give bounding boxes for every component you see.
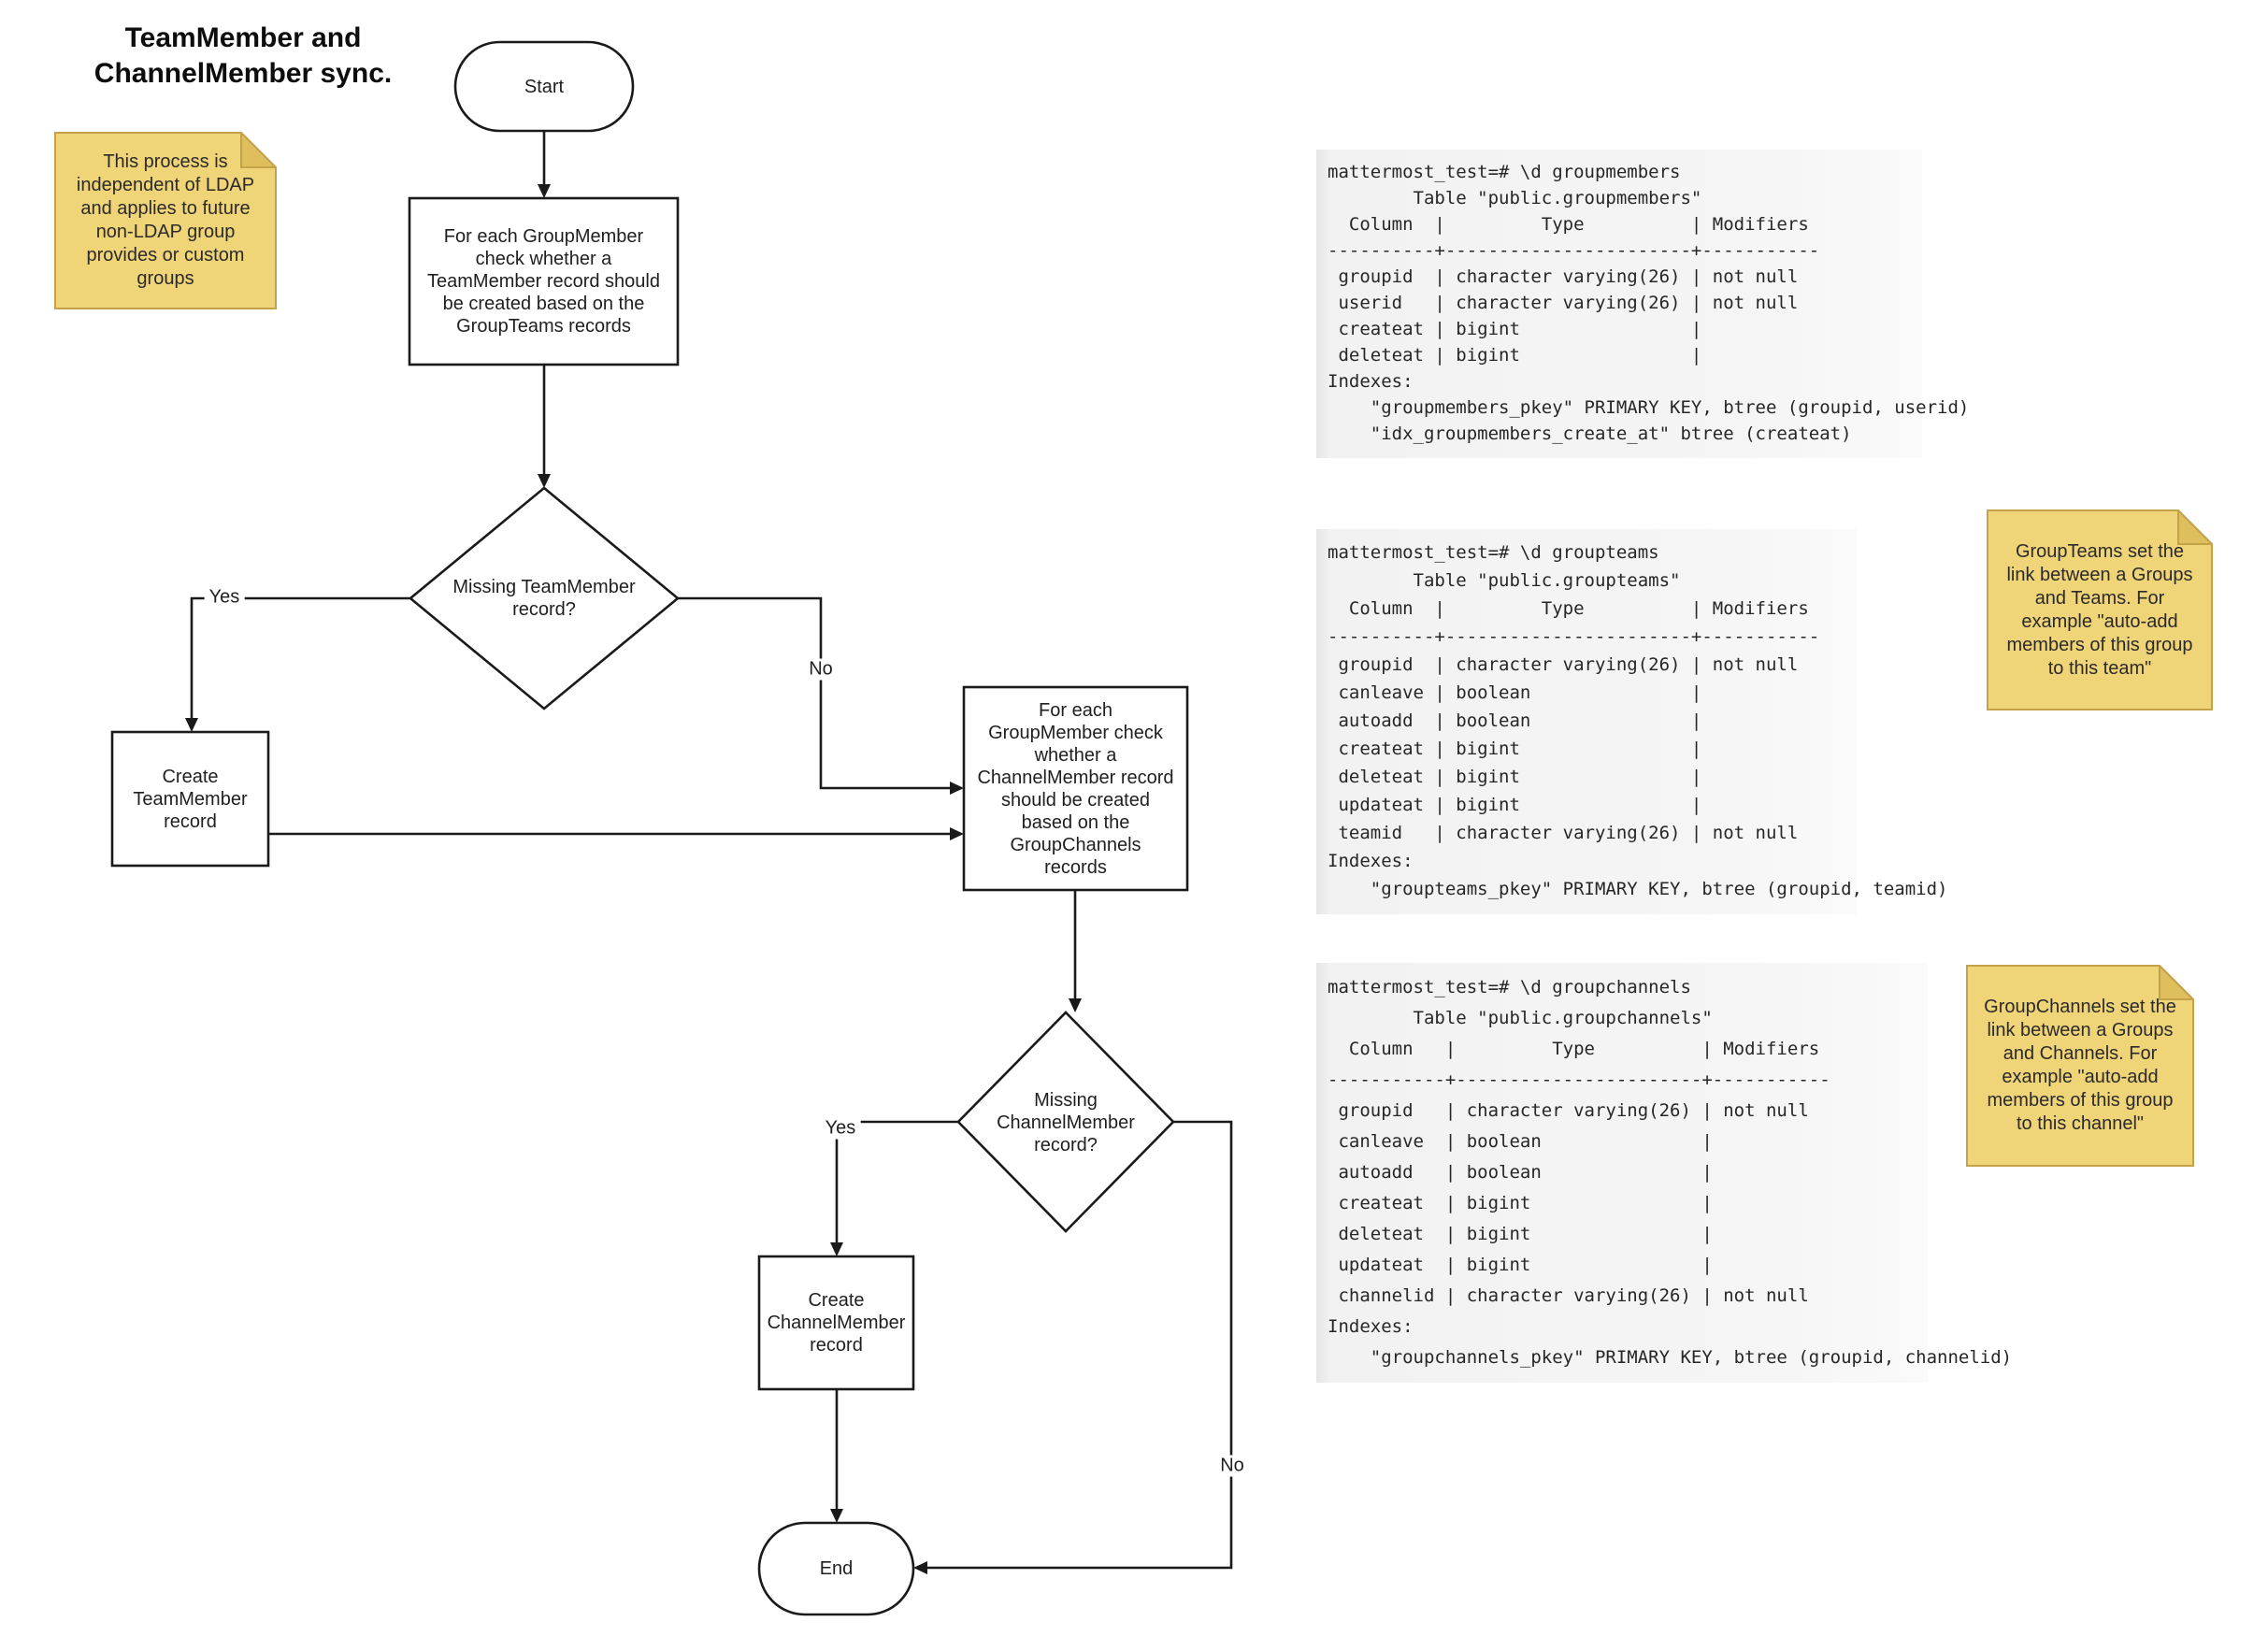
terminal-groupchannels: mattermost_test=# \d groupchannels Table… <box>1316 963 2012 1383</box>
start-terminator-label: Start <box>524 76 565 97</box>
sticky-note-groupchannels-text: GroupChannels set the link between a Gro… <box>1984 997 2176 1134</box>
sticky-note-ldap: This process is independent of LDAP and … <box>54 132 277 309</box>
sticky-note-shape <box>1987 509 2213 710</box>
check-teammember-shape <box>408 196 680 366</box>
decision1-yes-label: Yes <box>204 586 245 609</box>
create-teammember-shape <box>110 730 270 868</box>
sticky-note-fold <box>240 132 277 168</box>
arrowhead <box>1069 998 1082 1012</box>
missing-channelmember-decision-label: Missing ChannelMember record? <box>997 1089 1135 1155</box>
arrowhead <box>950 782 964 795</box>
check-teammember-label: For each GroupMember check whether a Tea… <box>427 226 660 337</box>
edge-decision2-no <box>926 1120 1233 1570</box>
arrowhead <box>830 1242 843 1256</box>
create-teammember-label: Create TeamMember record <box>133 766 248 832</box>
create-channelmember-label: Create ChannelMember record <box>767 1290 906 1356</box>
sticky-note-groupteams-text: GroupTeams set the link between a Groups… <box>2006 540 2193 679</box>
terminal-groupmembers: mattermost_test=# \d groupmembers Table … <box>1316 150 1969 458</box>
sticky-note-ldap-text: This process is independent of LDAP and … <box>76 151 255 289</box>
check-channelmember-label: For each GroupMember check whether a Cha… <box>977 699 1174 878</box>
sticky-note-groupteams: GroupTeams set the link between a Groups… <box>1987 509 2213 710</box>
decision1-no-label: No <box>804 658 838 681</box>
end-terminator-label: End <box>819 1558 854 1579</box>
arrowhead <box>950 827 964 840</box>
arrowhead <box>185 718 198 732</box>
end-terminator-shape <box>757 1521 915 1616</box>
page-title: TeamMember and ChannelMember sync. <box>93 22 393 89</box>
sticky-note-fold <box>2177 509 2213 545</box>
edge-decision1-no <box>678 596 953 790</box>
start-terminator-shape <box>453 40 635 133</box>
decision2-yes-label: Yes <box>820 1117 861 1140</box>
arrowhead <box>830 1509 843 1523</box>
decision2-no-label: No <box>1215 1455 1249 1477</box>
sticky-note-shape <box>1966 965 2194 1167</box>
sticky-note-fold <box>2159 965 2194 1000</box>
missing-teammember-decision-shape <box>408 486 681 710</box>
arrowhead <box>913 1561 927 1574</box>
terminal-groupteams: mattermost_test=# \d groupteams Table "p… <box>1316 529 1947 914</box>
edge-decision1-yes <box>190 596 410 721</box>
arrowhead <box>538 474 551 488</box>
edge-decision2-yes <box>835 1120 958 1245</box>
check-channelmember-shape <box>962 685 1189 892</box>
missing-channelmember-decision-shape <box>956 1011 1175 1233</box>
sticky-note-shape <box>54 132 277 309</box>
sticky-note-groupchannels: GroupChannels set the link between a Gro… <box>1966 965 2194 1167</box>
create-channelmember-shape <box>757 1255 915 1391</box>
missing-teammember-decision-label: Missing TeamMember record? <box>452 577 636 620</box>
arrowhead <box>538 184 551 198</box>
